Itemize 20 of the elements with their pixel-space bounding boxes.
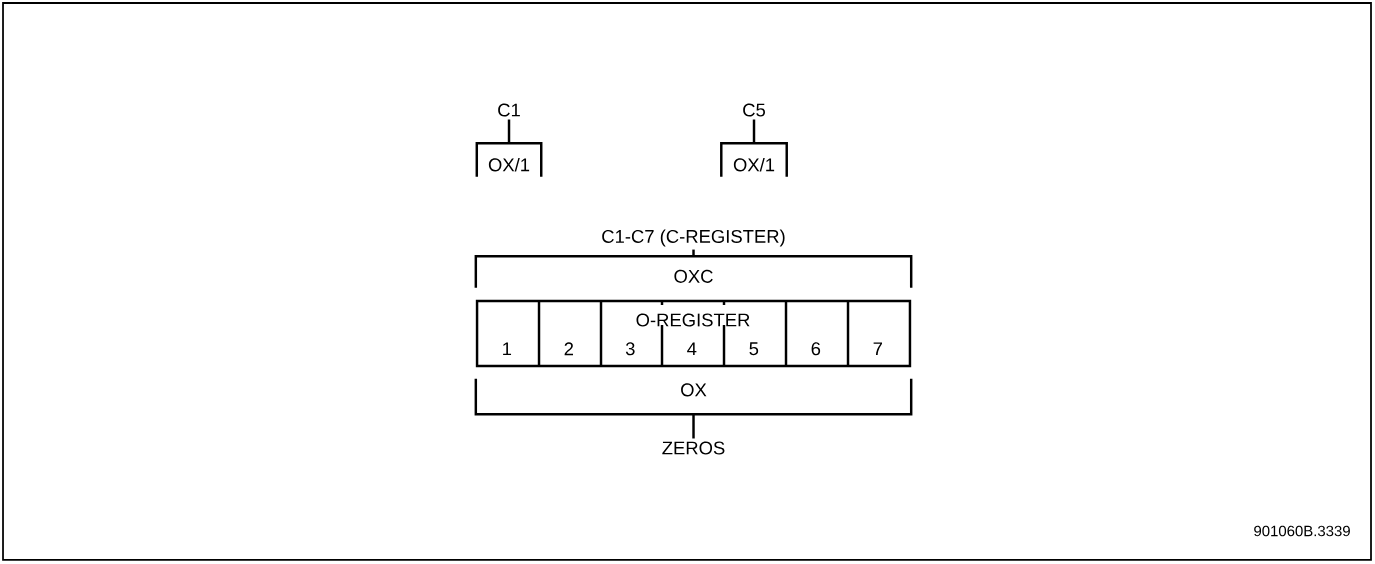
register-cell: 3	[625, 342, 635, 356]
register-cell: 2	[564, 342, 573, 356]
gate-bracket: OX/1	[720, 142, 788, 177]
signal-label: C1	[498, 103, 520, 117]
connector-line	[752, 119, 756, 144]
register-cell: 6	[811, 342, 821, 356]
connector-line	[507, 119, 511, 144]
register-cell: 1	[503, 342, 512, 356]
signal-label: C5	[743, 103, 765, 117]
gate-bracket: OX/1	[475, 142, 543, 177]
connector-line	[692, 414, 695, 439]
register-cell: 5	[749, 342, 759, 356]
figure-number: 901060B.3339	[1254, 525, 1350, 537]
register-cell: 4	[687, 342, 697, 356]
connector-line	[692, 249, 695, 257]
register-cell: 7	[873, 342, 882, 356]
gate-bracket: OX	[474, 378, 913, 416]
signal-label: ZEROS	[662, 441, 725, 455]
gate-bracket: OXC	[474, 255, 913, 288]
signal-label: C1-C7 (C-REGISTER)	[602, 229, 785, 247]
